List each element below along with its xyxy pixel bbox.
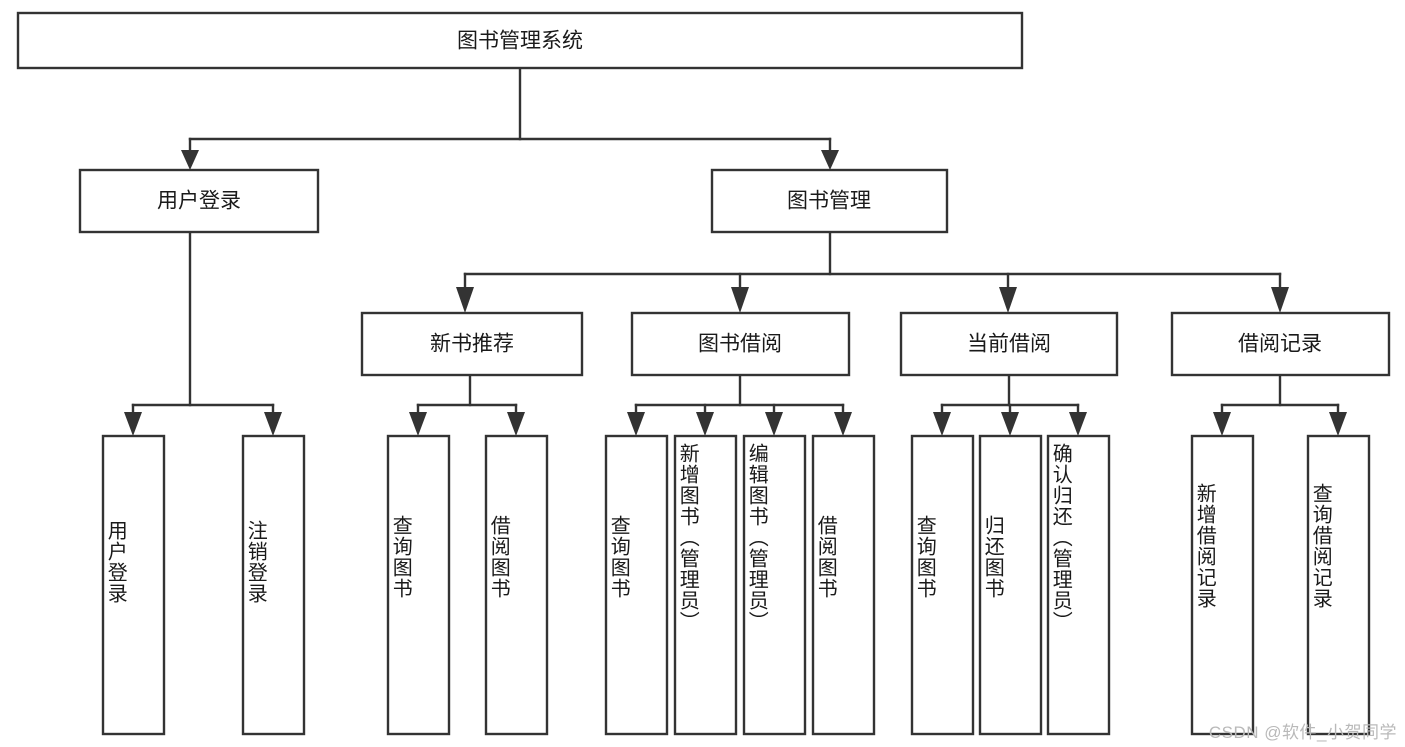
node-box-borrow-record[interactable]	[1170, 311, 1391, 377]
level3-label-current-borrow: 当前借阅	[967, 333, 1051, 356]
node-box-leaf-query-record[interactable]	[1306, 434, 1371, 736]
node-box-leaf-query-book-3[interactable]	[910, 434, 975, 736]
arrowhead-book-mgmt	[821, 150, 839, 170]
level3-label-borrow-record: 借阅记录	[1238, 333, 1322, 356]
node-box-leaf-return-book[interactable]	[978, 434, 1043, 736]
level3-label-new-book: 新书推荐	[430, 333, 514, 356]
edges-borrow-record-to-leaves	[1213, 373, 1347, 436]
arrowhead-borrow-record	[1271, 287, 1289, 313]
level2-label-book-mgmt: 图书管理	[787, 190, 871, 213]
level3-label-book-borrow: 图书借阅	[698, 333, 782, 356]
node-box-book-mgmt[interactable]	[710, 168, 949, 234]
edges-root-to-level2	[181, 66, 839, 170]
node-box-leaf-user-login[interactable]	[101, 434, 166, 736]
arrowhead-new-book	[456, 287, 474, 313]
arrowhead-leaf-b2	[696, 412, 714, 436]
arrowhead-user-login	[181, 150, 199, 170]
edges-book-borrow-to-leaves	[627, 373, 852, 436]
arrowhead-leaf-r2	[1329, 412, 1347, 436]
arrowhead-leaf-c3	[1069, 412, 1087, 436]
node-box-new-book[interactable]	[360, 311, 584, 377]
node-box-leaf-query-book-1[interactable]	[386, 434, 451, 736]
csdn-watermark: CSDN @软件_小贺同学	[1208, 723, 1397, 742]
node-box-leaf-query-book-2[interactable]	[604, 434, 669, 736]
edges-new-book-to-leaves	[409, 373, 525, 436]
edges-user-login-to-leaves	[124, 230, 282, 436]
node-box-leaf-borrow-book-1[interactable]	[484, 434, 549, 736]
node-box-leaf-edit-book[interactable]	[742, 434, 807, 736]
arrowhead-leaf-c2	[1001, 412, 1019, 436]
node-box-leaf-logout[interactable]	[241, 434, 306, 736]
node-box-user-login[interactable]	[78, 168, 320, 234]
node-box-leaf-add-book[interactable]	[673, 434, 738, 736]
arrowhead-book-borrow	[731, 287, 749, 313]
node-box-book-borrow[interactable]	[630, 311, 851, 377]
node-box-leaf-borrow-book-2[interactable]	[811, 434, 876, 736]
arrowhead-leaf-b4	[834, 412, 852, 436]
node-box-leaf-confirm-return[interactable]	[1046, 434, 1111, 736]
arrowhead-leaf-u1	[124, 412, 142, 436]
arrowhead-leaf-n2	[507, 412, 525, 436]
node-box-leaf-add-record[interactable]	[1190, 434, 1255, 736]
level2-label-user-login: 用户登录	[157, 190, 241, 213]
arrowhead-leaf-b1	[627, 412, 645, 436]
arrowhead-leaf-u2	[264, 412, 282, 436]
arrowhead-leaf-n1	[409, 412, 427, 436]
node-box-current-borrow[interactable]	[899, 311, 1119, 377]
arrowhead-current-borrow	[999, 287, 1017, 313]
arrowhead-leaf-c1	[933, 412, 951, 436]
node-box-root[interactable]	[16, 11, 1024, 70]
edges-book-mgmt-to-level3	[456, 230, 1289, 313]
edges-current-borrow-to-leaves	[933, 373, 1087, 436]
arrowhead-leaf-r1	[1213, 412, 1231, 436]
root-label: 图书管理系统	[457, 30, 583, 53]
arrowhead-leaf-b3	[765, 412, 783, 436]
